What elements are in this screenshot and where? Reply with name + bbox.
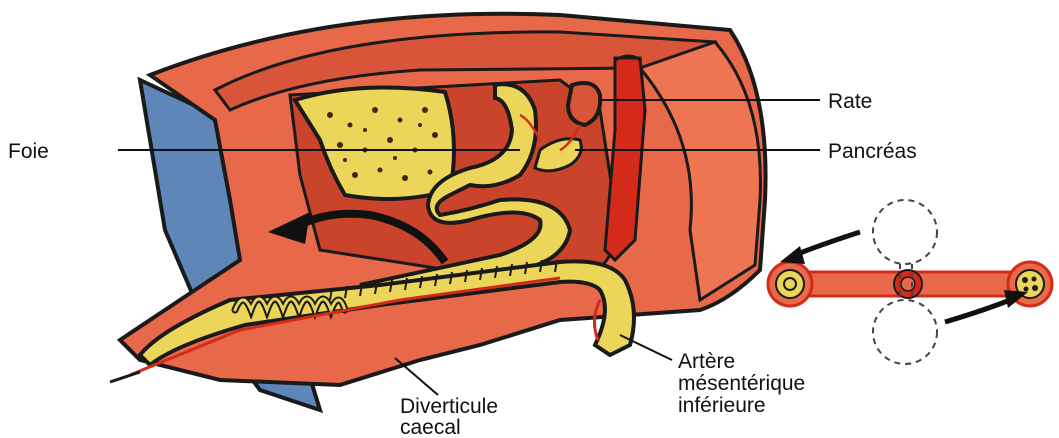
label-rate: Rate bbox=[828, 90, 872, 113]
inset-arrowhead-left bbox=[780, 246, 805, 264]
inset-arrow-right bbox=[945, 300, 1010, 322]
label-pancreas: Pancréas bbox=[828, 140, 917, 163]
spleen-organ bbox=[568, 83, 600, 125]
label-diverticule-line1: Diverticule bbox=[400, 395, 498, 418]
label-artere-line2: mésentérique bbox=[678, 372, 805, 395]
label-artere-line3: inférieure bbox=[678, 394, 766, 417]
leader-diverticule bbox=[395, 358, 438, 395]
inset-diagram bbox=[768, 200, 1052, 364]
inset-arrow-left bbox=[795, 232, 860, 255]
label-diverticule-line2: caecal bbox=[400, 416, 461, 438]
label-foie: Foie bbox=[8, 140, 49, 163]
probe-tip bbox=[110, 372, 140, 382]
label-artere-line1: Artère bbox=[678, 350, 735, 373]
